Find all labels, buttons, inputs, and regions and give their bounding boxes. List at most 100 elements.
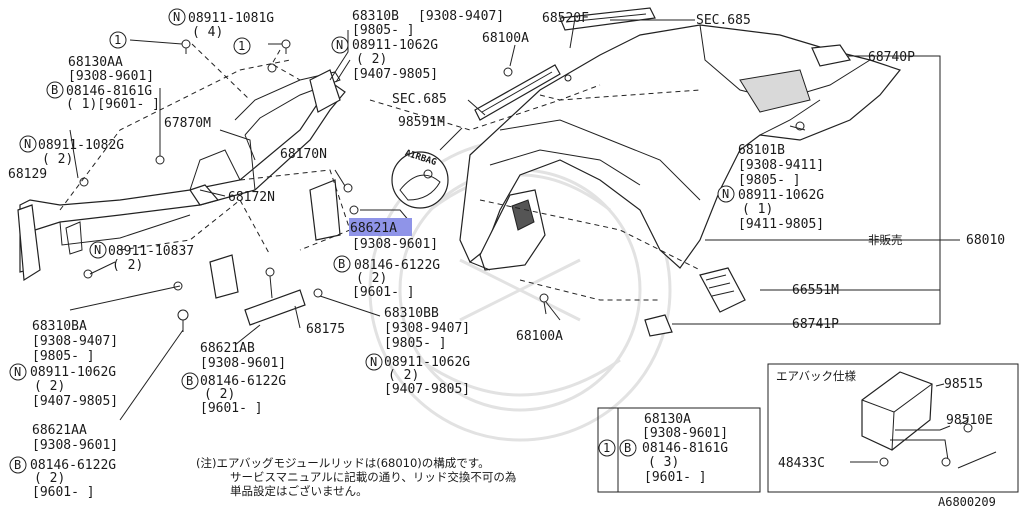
part-label-68740p: 68740P bbox=[868, 50, 915, 65]
part-label-68010: 68010 bbox=[966, 233, 1005, 248]
part-label-68741p: 68741P bbox=[792, 317, 839, 332]
steering-member-drawing bbox=[17, 69, 346, 326]
part-qty: ( 2) bbox=[204, 387, 235, 402]
part-label-08146-8161g: 08146-8161G bbox=[66, 84, 152, 99]
part-date: [9805- ] bbox=[352, 23, 415, 38]
note-line-3: 単品設定はございません。 bbox=[230, 484, 368, 498]
legend-box: 68130A [9308-9601] 08146-8161G ( 3) [960… bbox=[597, 407, 761, 493]
marker-n: N bbox=[173, 10, 180, 24]
figure-id: A6800209 bbox=[938, 495, 996, 509]
marker-n: N bbox=[94, 243, 101, 257]
part-label-68100a-bottom: 68100A bbox=[516, 329, 563, 344]
legend-qty: ( 3) bbox=[648, 455, 679, 470]
marker-b: B bbox=[14, 458, 21, 472]
marker-b: B bbox=[338, 257, 345, 271]
part-date: [9308-9411] bbox=[738, 158, 824, 173]
part-label-08146-6122g: 08146-6122G bbox=[354, 258, 440, 273]
marker-n: N bbox=[24, 137, 31, 151]
part-label-68175: 68175 bbox=[306, 322, 345, 337]
part-date: [9601- ] bbox=[32, 485, 95, 500]
part-qty: ( 2) bbox=[34, 471, 65, 486]
note-line-1: (注)エアバッグモジュールリッドは(68010)の構成です。 bbox=[196, 456, 490, 470]
part-label-68129: 68129 bbox=[8, 167, 47, 182]
part-label-68621a: 68621A bbox=[350, 221, 397, 236]
part-label-08911-1062g: 08911-1062G bbox=[352, 38, 438, 53]
part-date: [9308-9407] bbox=[32, 334, 118, 349]
airbag-part-98515: 98515 bbox=[944, 377, 983, 392]
leader-lines bbox=[59, 17, 960, 421]
airbag-box-title: エアバック仕様 bbox=[776, 369, 857, 383]
part-label-08911-1062g: 08911-1062G bbox=[384, 355, 470, 370]
part-date: [9308-9601] bbox=[352, 237, 438, 252]
part-date: [9407-9805] bbox=[384, 382, 470, 397]
highlight-marker bbox=[349, 218, 412, 236]
label-markers bbox=[9, 8, 735, 474]
part-label-08911-1062g: 08911-1062G bbox=[738, 188, 824, 203]
part-label-08911-1062g: 08911-1062G bbox=[30, 365, 116, 380]
part-qty: ( 2) bbox=[356, 271, 387, 286]
part-qty: ( 1)[9601- ] bbox=[66, 97, 160, 112]
part-qty: ( 2) bbox=[42, 152, 73, 167]
note-line-2: サービスマニュアルに記載の通り、リッド交換不可の為 bbox=[230, 470, 516, 484]
part-date: [9601- ] bbox=[200, 401, 263, 416]
part-label-08911-1081g: 08911-1081G bbox=[188, 11, 274, 26]
part-label-68621aa: 68621AA bbox=[32, 423, 87, 438]
part-label-68310bb: 68310BB bbox=[384, 306, 439, 321]
part-label-08146-6122g: 08146-6122G bbox=[30, 458, 116, 473]
airbag-part-48433c: 48433C bbox=[778, 456, 825, 471]
marker-one: 1 bbox=[114, 33, 121, 47]
marker-one: 1 bbox=[238, 39, 245, 53]
part-label-67870m: 67870M bbox=[164, 116, 211, 131]
part-date: [9805- ] bbox=[384, 336, 447, 351]
part-label-08911-1082g: 08911-1082G bbox=[38, 138, 124, 153]
legend-date: [9308-9601] bbox=[642, 426, 728, 441]
part-labels: 08911-1081G ( 4) 68310B [9308-9407] [980… bbox=[8, 9, 1005, 500]
airbag-emblem: AIRBAG bbox=[391, 149, 449, 209]
service-note: (注)エアバッグモジュールリッドは(68010)の構成です。 サービスマニュアル… bbox=[196, 456, 516, 498]
part-label-68170n: 68170N bbox=[280, 147, 327, 162]
part-label-68520f: 68520F bbox=[542, 11, 589, 26]
legend-part-68130a: 68130A bbox=[644, 412, 691, 427]
part-label-66551m: 66551M bbox=[792, 283, 839, 298]
part-label-sec685-top: SEC.685 bbox=[696, 13, 751, 28]
part-label-98591m: 98591M bbox=[398, 115, 445, 130]
marker-n: N bbox=[722, 187, 729, 201]
part-qty: ( 2) bbox=[388, 368, 419, 383]
part-label-68310ba: 68310BA bbox=[32, 319, 87, 334]
legend-part-08146-8161g: 08146-8161G bbox=[642, 441, 728, 456]
marker-one: 1 bbox=[603, 441, 610, 455]
part-note-not-for-sale: 非販売 bbox=[868, 233, 903, 247]
part-label-68130aa: 68130AA bbox=[68, 55, 123, 70]
part-qty: ( 2) bbox=[112, 258, 143, 273]
part-date: [9407-9805] bbox=[32, 394, 118, 409]
part-qty: ( 1) bbox=[742, 202, 773, 217]
marker-b: B bbox=[51, 83, 58, 97]
part-date: [9308-9407] bbox=[384, 321, 470, 336]
part-date: [9308-9601] bbox=[200, 356, 286, 371]
part-label-68310b: 68310B bbox=[352, 9, 399, 24]
part-date: [9308-9601] bbox=[68, 69, 154, 84]
marker-glyphs: N 1 1 N B N N B N N B N B 1 B bbox=[14, 10, 729, 472]
part-date: [9601- ] bbox=[352, 285, 415, 300]
part-date: [9805- ] bbox=[738, 173, 801, 188]
marker-n: N bbox=[370, 355, 377, 369]
part-date: [9411-9805] bbox=[738, 217, 824, 232]
part-qty: ( 2) bbox=[356, 52, 387, 67]
marker-n: N bbox=[336, 38, 343, 52]
marker-b: B bbox=[186, 374, 193, 388]
part-label-08911-10837: 08911-10837 bbox=[108, 244, 194, 259]
part-label-08146-6122g: 08146-6122G bbox=[200, 374, 286, 389]
part-date: [9805- ] bbox=[32, 349, 95, 364]
part-date: [9407-9805] bbox=[352, 67, 438, 82]
part-qty: ( 2) bbox=[34, 379, 65, 394]
airbag-part-98510e: 98510E bbox=[946, 413, 993, 428]
part-label-68621ab: 68621AB bbox=[200, 341, 255, 356]
part-label-68172n: 68172N bbox=[228, 190, 275, 205]
part-label-sec685-mid: SEC.685 bbox=[392, 92, 447, 107]
marker-b: B bbox=[624, 441, 631, 455]
part-label-68100a-top: 68100A bbox=[482, 31, 529, 46]
marker-n: N bbox=[14, 365, 21, 379]
airbag-spec-box: エアバック仕様 98515 98510E 48433C bbox=[767, 363, 1019, 493]
part-date: [9308-9601] bbox=[32, 438, 118, 453]
